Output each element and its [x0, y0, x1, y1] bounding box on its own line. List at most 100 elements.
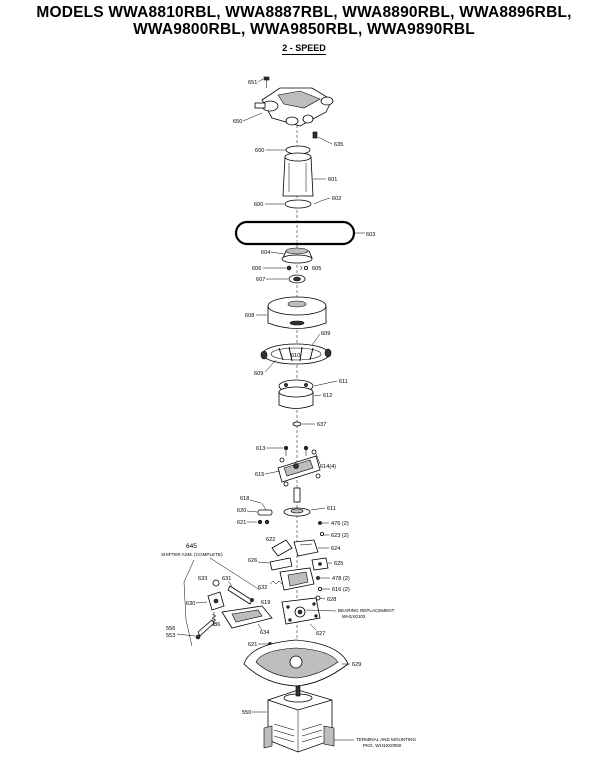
label-614: 614(4) — [320, 464, 336, 470]
label-601: 601 — [328, 177, 337, 183]
part-600-clamp-bottom[interactable] — [284, 199, 312, 209]
label-626: 626 — [248, 558, 257, 564]
part-632-spring[interactable] — [269, 580, 283, 585]
part-633-cap[interactable] — [212, 579, 220, 587]
part-613-bolts[interactable] — [283, 445, 309, 456]
label-611b: 611 — [327, 506, 336, 512]
part-556-rod[interactable] — [195, 619, 215, 640]
part-603-belt[interactable] — [234, 220, 356, 246]
part-630-motor-shifter[interactable] — [207, 591, 225, 611]
label-625: 625 — [334, 561, 343, 567]
note-bearing-line-1: BEARING REPLACEMENT — [338, 608, 395, 613]
part-622-cam[interactable] — [271, 539, 293, 557]
page-subtitle: 2 - SPEED — [0, 43, 608, 55]
label-633: 633 — [198, 576, 207, 582]
label-624: 624 — [331, 546, 340, 552]
label-478: 478 (2) — [332, 576, 350, 582]
label-615: 615 — [255, 472, 264, 478]
note-terminal-line-1: TERMINAL AND MOUNTING — [356, 737, 416, 742]
part-614-springs[interactable] — [279, 449, 321, 487]
label-556: 556 — [166, 626, 175, 632]
label-650: 650 — [233, 119, 242, 125]
page-title-line-2: WWA9800RBL, WWA9850RBL, WWA9890RBL — [133, 21, 475, 38]
label-634: 634 — [260, 630, 269, 636]
label-621: 621 — [237, 520, 246, 526]
page-title-line-1: MODELS WWA8810RBL, WWA8887RBL, WWA8890RB… — [36, 4, 572, 21]
label-636: 636 — [211, 622, 220, 628]
label-635: 635 — [334, 142, 343, 148]
part-616-washers[interactable] — [317, 587, 322, 592]
part-621-washers[interactable] — [257, 519, 270, 525]
label-628: 628 — [327, 597, 336, 603]
label-620: 620 — [237, 508, 246, 514]
part-650-valve[interactable] — [254, 87, 334, 127]
part-635-screw[interactable] — [312, 131, 318, 139]
part-605-clip[interactable] — [299, 265, 308, 271]
part-637-washer[interactable] — [292, 421, 302, 427]
part-478-bolts[interactable] — [316, 576, 320, 580]
label-602: 602 — [332, 196, 341, 202]
label-618: 618 — [240, 496, 249, 502]
label-553: 553 — [166, 633, 175, 639]
label-629: 629 — [352, 662, 361, 668]
label-623: 623 (2) — [331, 533, 349, 539]
label-605: 605 — [312, 266, 321, 272]
label-550: 550 — [242, 710, 251, 716]
subtitle-text: 2 - SPEED — [282, 43, 326, 55]
label-627: 627 — [316, 631, 325, 637]
part-623-washers[interactable] — [319, 532, 324, 537]
part-624-yoke[interactable] — [293, 539, 319, 557]
label-612: 612 — [323, 393, 332, 399]
label-610: 610 — [291, 353, 300, 359]
part-631-lever[interactable] — [227, 585, 253, 605]
note-bearing-line-2: WH1X0102 — [342, 614, 366, 619]
part-608-clutch-drum[interactable] — [267, 296, 327, 329]
part-651-screw[interactable] — [263, 76, 270, 88]
label-607: 607 — [256, 277, 265, 283]
part-629-gearcase-cover[interactable] — [243, 639, 349, 687]
label-613: 613 — [256, 446, 265, 452]
label-645: 645 — [186, 543, 197, 550]
label-600b: 600 — [254, 202, 263, 208]
shifter-bracket-line — [183, 559, 195, 647]
label-603: 603 — [366, 232, 375, 238]
label-632: 632 — [258, 585, 267, 591]
label-651: 651 — [248, 80, 257, 86]
part-634-plate[interactable] — [221, 605, 273, 629]
part-625-actuator[interactable] — [311, 557, 329, 571]
part-626-shift-fork[interactable] — [269, 557, 293, 571]
part-601-hose[interactable] — [282, 152, 314, 197]
note-shifter: SHIFTER ASM. (COMPLETE) — [161, 552, 223, 557]
part-bearing-plate[interactable] — [281, 597, 321, 625]
label-616: 616 (2) — [332, 587, 350, 593]
label-622: 622 — [266, 537, 275, 543]
label-637: 637 — [317, 422, 326, 428]
label-611: 611 — [339, 379, 348, 385]
part-620-link[interactable] — [257, 509, 273, 516]
part-611-shaft-plate[interactable] — [283, 487, 311, 517]
label-609b: 609 — [254, 371, 263, 377]
part-550-motor[interactable] — [263, 685, 335, 753]
label-619: 619 — [261, 600, 270, 606]
label-476: 476 (2) — [331, 521, 349, 527]
label-604: 604 — [261, 250, 270, 256]
label-621b: 621 — [248, 642, 257, 648]
part-606-washer[interactable] — [286, 265, 292, 271]
part-615-brake-assembly[interactable] — [277, 455, 321, 483]
label-608: 608 — [245, 313, 254, 319]
part-604-pulley[interactable] — [281, 247, 313, 264]
part-612-hub-body[interactable] — [278, 386, 314, 409]
part-609-clutch-shoes[interactable] — [260, 343, 332, 365]
part-607-nut[interactable] — [288, 274, 306, 284]
label-606: 606 — [252, 266, 261, 272]
part-476-bolts[interactable] — [318, 521, 322, 525]
label-600a: 600 — [255, 148, 264, 154]
label-609: 609 — [321, 331, 330, 337]
part-gearcase-cluster[interactable] — [279, 567, 315, 591]
note-terminal-line-2: PKG. WH10X0050 — [363, 743, 402, 748]
part-602-clip[interactable] — [313, 197, 331, 205]
part-618-pin[interactable] — [261, 502, 267, 511]
part-619-pin[interactable] — [250, 598, 254, 602]
label-630: 630 — [186, 601, 195, 607]
